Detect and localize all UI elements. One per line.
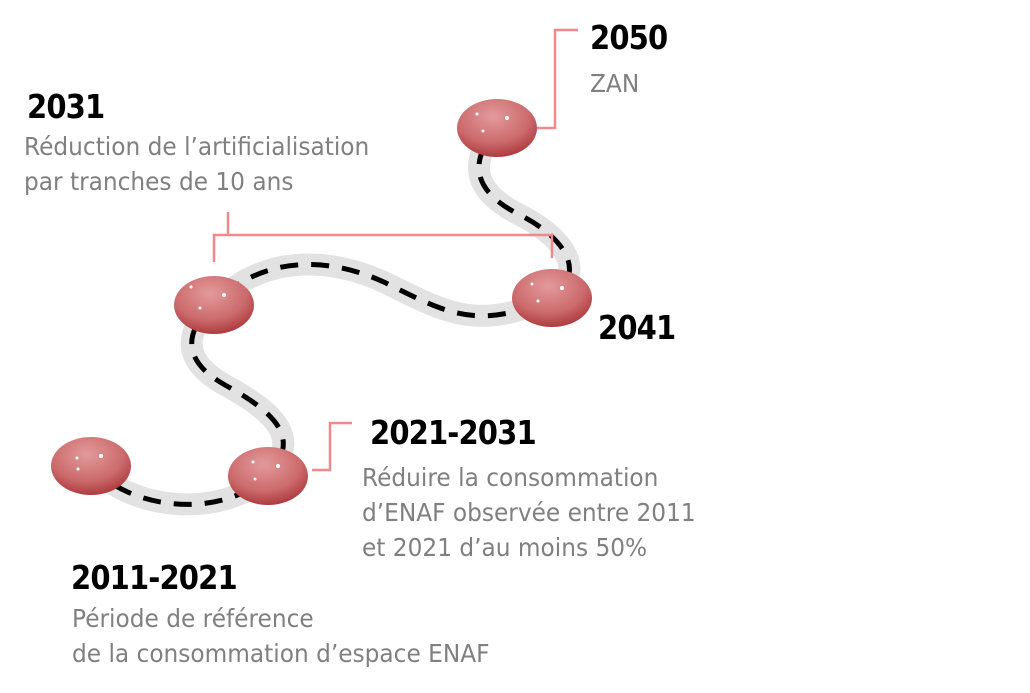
connector-2031-2041	[212, 233, 554, 262]
milestone-desc-2031: Réduction de l’artificialisation par tra…	[24, 129, 369, 199]
milestone-desc-2011-2021: Période de référence de la consommation …	[72, 601, 490, 671]
milestone-year-2011-2021: 2011-2021	[71, 558, 238, 597]
node-2031	[174, 276, 254, 334]
desc-line: Réduction de l’artificialisation	[24, 132, 370, 161]
milestone-desc-2050: ZAN	[590, 66, 639, 101]
node-2011-2021	[51, 437, 131, 495]
nodes	[51, 99, 592, 505]
connector-2021-2031	[312, 421, 352, 472]
milestone-desc-2021-2031: Réduire la consommation d’ENAF observée …	[362, 460, 696, 565]
milestone-year-2021-2031: 2021-2031	[370, 413, 537, 452]
desc-line: ZAN	[590, 69, 640, 98]
desc-line: de la consommation d’espace ENAF	[72, 639, 490, 668]
node-2050	[457, 99, 537, 157]
node-2021-2031	[228, 447, 308, 505]
desc-line: Période de référence	[72, 604, 314, 633]
desc-line: et 2021 d’au moins 50%	[362, 533, 648, 562]
milestone-year-2031: 2031	[27, 87, 105, 126]
desc-line: par tranches de 10 ans	[24, 167, 294, 196]
connector-2050	[535, 28, 578, 130]
desc-line: Réduire la consommation	[362, 463, 659, 492]
desc-line: d’ENAF observée entre 2011	[362, 498, 696, 527]
node-2041	[512, 269, 592, 327]
milestone-year-2050: 2050	[590, 18, 668, 57]
milestone-year-2041: 2041	[598, 308, 676, 347]
connectors	[212, 28, 578, 472]
